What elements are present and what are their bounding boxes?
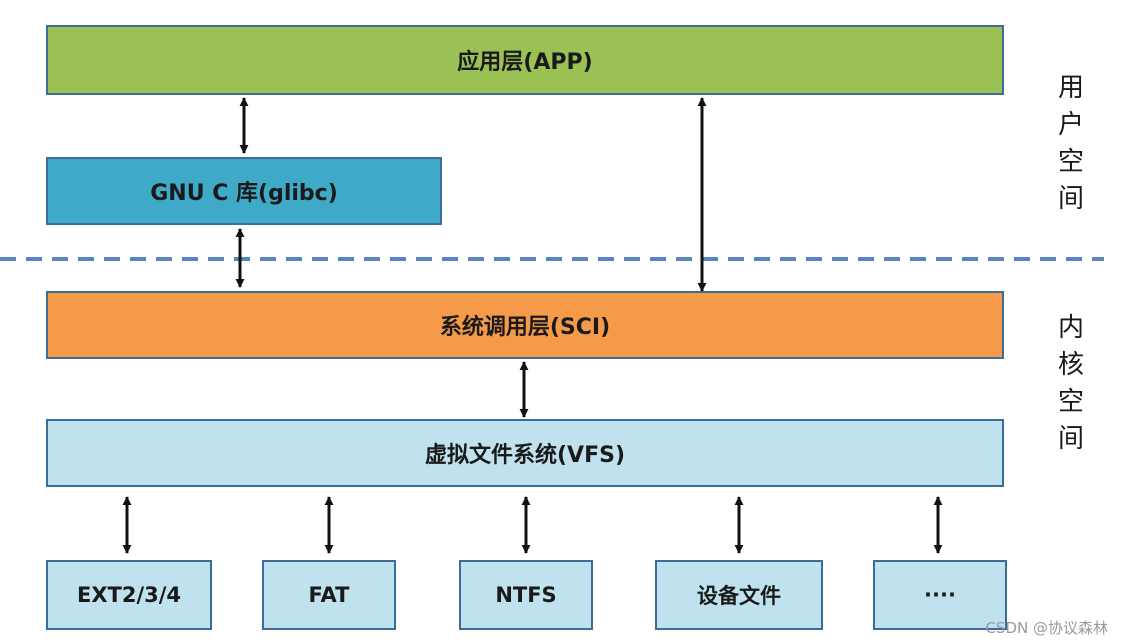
watermark: CSDN @协议森林: [985, 619, 1108, 637]
glibc-layer-box: GNU C 库(glibc): [46, 157, 442, 225]
filesystem-box-device-file: 设备文件: [655, 560, 823, 630]
filesystem-box-ext: EXT2/3/4: [46, 560, 212, 630]
user-space-label: 用户空间: [1057, 73, 1084, 214]
filesystem-box-ntfs: NTFS: [459, 560, 593, 630]
vfs-layer-box: 虚拟文件系统(VFS): [46, 419, 1004, 487]
filesystem-box-more: ····: [873, 560, 1007, 630]
app-layer-box: 应用层(APP): [46, 25, 1004, 95]
kernel-space-label: 内核空间: [1057, 313, 1084, 454]
filesystem-box-fat: FAT: [262, 560, 396, 630]
sci-layer-box: 系统调用层(SCI): [46, 291, 1004, 359]
